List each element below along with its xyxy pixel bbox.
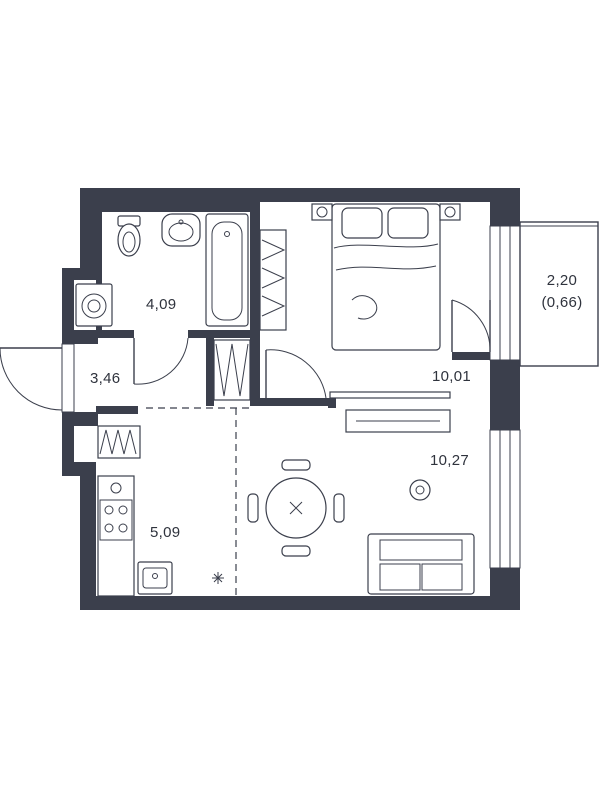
kitchen-furniture xyxy=(97,475,224,597)
balcony-area-reduced: (0,66) xyxy=(541,294,583,311)
wardrobe-bedroom xyxy=(259,229,287,331)
kitchen-area-label: 5,09 xyxy=(150,524,181,541)
living-room-furniture xyxy=(247,409,475,595)
washing-machine-icon xyxy=(75,283,113,327)
kitchen-counter xyxy=(97,475,135,597)
balcony xyxy=(519,221,599,367)
living-room-area-label: 10,27 xyxy=(430,452,470,469)
wardrobes xyxy=(97,229,287,459)
washbasin-icon xyxy=(161,213,201,247)
tv-cabinet-icon xyxy=(345,409,451,433)
windows xyxy=(61,225,521,569)
bathroom-fixtures xyxy=(75,213,249,327)
kitchen-sink-icon xyxy=(137,561,173,595)
bathtub-icon xyxy=(205,213,249,327)
balcony-area-label: 2,20 (0,66) xyxy=(532,270,592,314)
exterior-walls xyxy=(62,188,520,610)
bathroom-area-label: 4,09 xyxy=(146,296,177,313)
zone-separators xyxy=(146,407,250,596)
sofa-icon xyxy=(367,533,475,595)
tv-stand-icon xyxy=(329,391,451,399)
bed-icon xyxy=(331,203,441,351)
balcony-area: 2,20 xyxy=(546,272,578,289)
nightstand-right-icon xyxy=(439,203,461,221)
interior-walls xyxy=(96,202,490,414)
bedroom-area-label: 10,01 xyxy=(432,368,472,385)
nightstand-left-icon xyxy=(311,203,333,221)
bedroom-furniture xyxy=(311,203,461,399)
floor-drain-icon xyxy=(212,572,224,584)
plant-icon xyxy=(409,479,431,501)
wardrobe-hall xyxy=(213,339,251,401)
doors xyxy=(0,299,491,411)
stove-icon xyxy=(99,499,133,541)
wardrobe-entry xyxy=(97,425,141,459)
extractor-icon xyxy=(110,482,122,494)
dining-table-icon xyxy=(247,459,345,557)
toilet-icon xyxy=(117,215,141,257)
hallway-area-label: 3,46 xyxy=(90,370,121,387)
